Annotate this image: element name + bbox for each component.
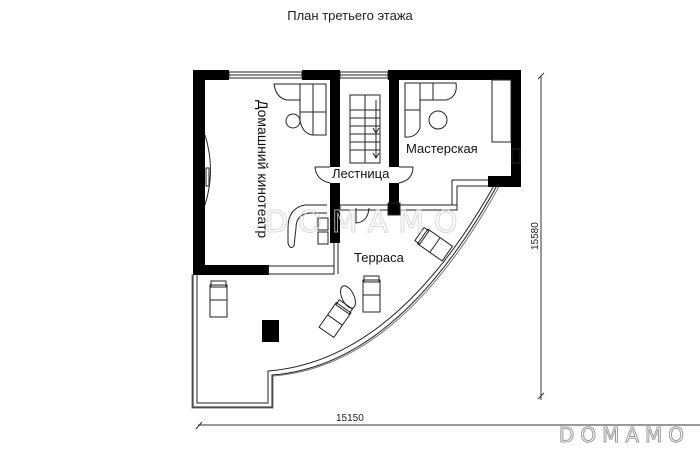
walls (193, 70, 521, 275)
staircase-glazing (339, 179, 488, 216)
terrace-column (262, 320, 279, 342)
dimension-width: 15150 (336, 413, 364, 424)
terrace-outline (191, 179, 503, 409)
cinema-sofa (273, 83, 327, 136)
staircase-steps (349, 94, 381, 164)
doors (314, 166, 414, 224)
windows (228, 71, 521, 164)
room-label-staircase: Лестница (332, 166, 390, 181)
workshop-furniture (404, 79, 512, 143)
room-label-terrace: Терраса (354, 250, 405, 265)
room-label-home-cinema: Домашний кинотеатр (255, 100, 271, 238)
watermark-center: DOMAMO (265, 205, 468, 241)
watermark-logo: DOMAMO (558, 423, 690, 448)
dimension-height: 15580 (530, 222, 541, 250)
room-label-workshop: Мастерская (406, 141, 478, 156)
dimension-lines (195, 72, 700, 430)
cinema-partition (267, 243, 339, 275)
plan-title: План третьего этажа (287, 8, 413, 23)
cinema-window (204, 134, 211, 206)
cinema-bench (287, 204, 329, 248)
terrace-furniture (209, 226, 454, 339)
